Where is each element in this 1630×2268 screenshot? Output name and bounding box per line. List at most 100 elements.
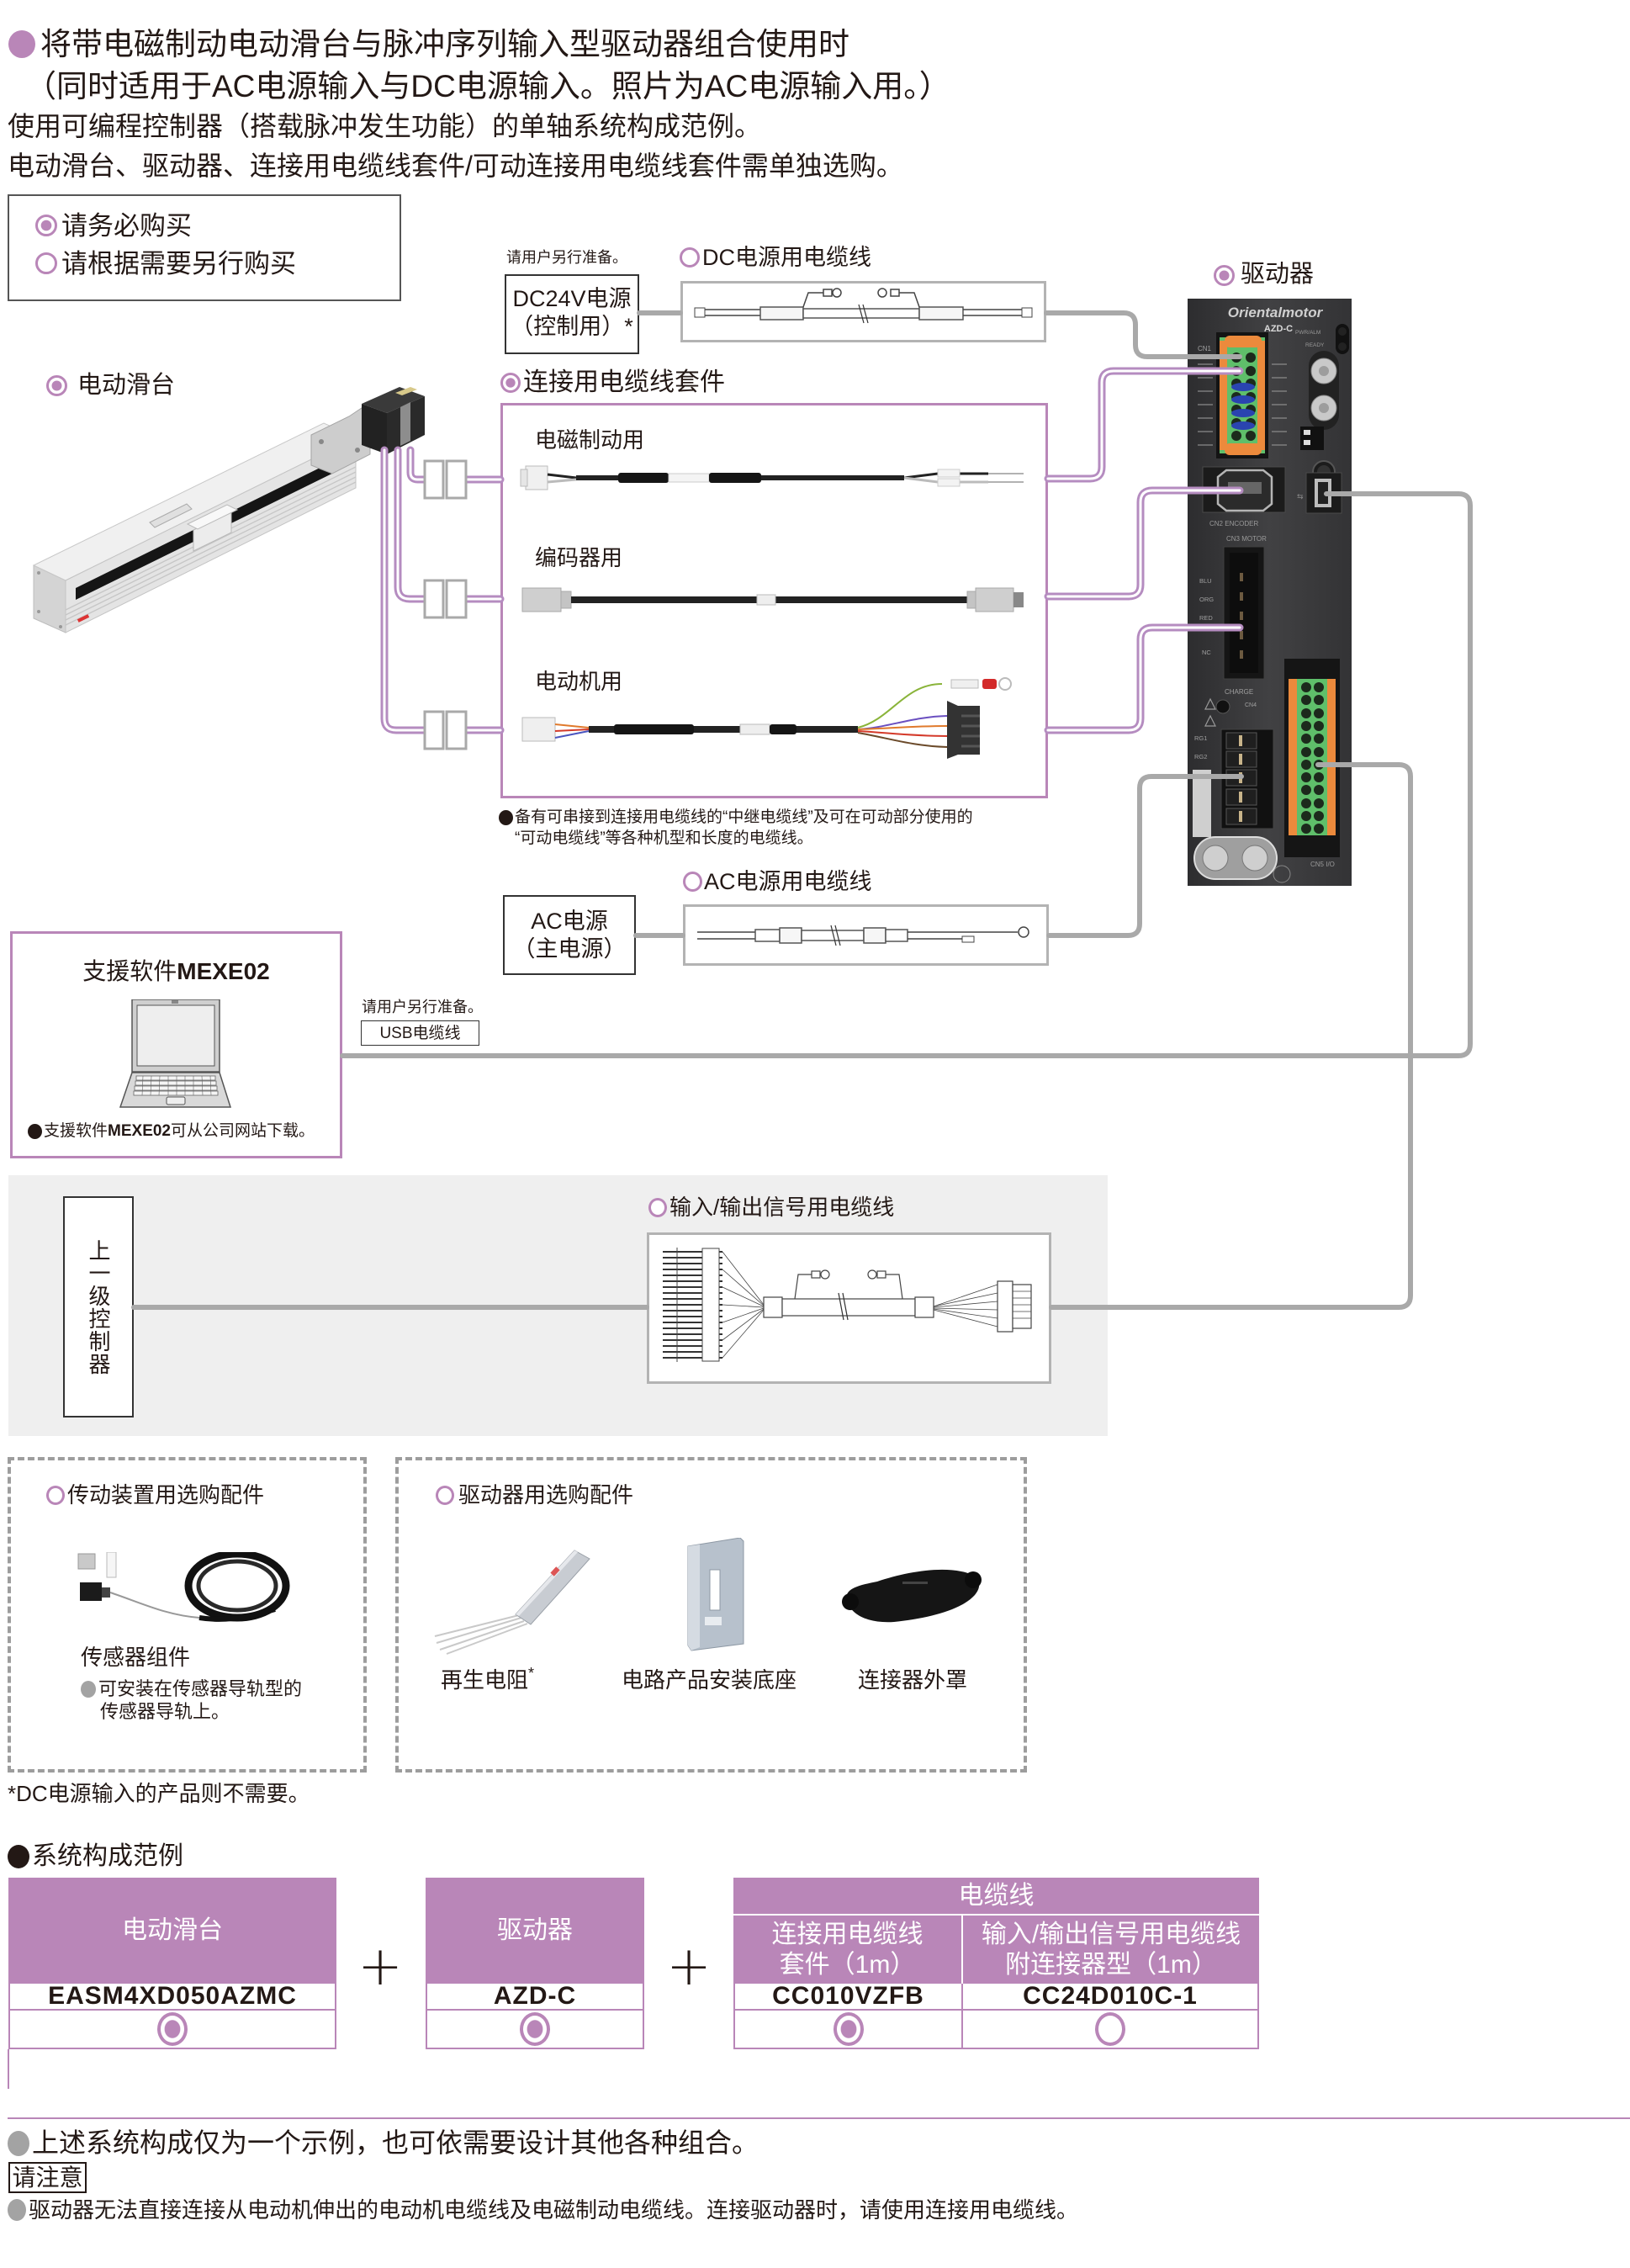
description-line-2: 电动滑台、驱动器、连接用电缆线套件/可动连接用电缆线套件需单独选购。 xyxy=(8,151,903,181)
dc-cable-box xyxy=(680,281,1046,342)
dc-supply-line2: （控制用）* xyxy=(511,314,633,339)
laptop-image xyxy=(119,999,232,1108)
part-number-io-cable: CC24D010C-1 xyxy=(961,1984,1259,2011)
purchase-mark-io-cable xyxy=(961,2011,1259,2049)
table-header-text: 输入/输出信号用电缆线 xyxy=(981,1920,1241,1948)
motor-pin-nc: NC xyxy=(1202,649,1211,656)
software-note-suffix: 可从公司网站下载。 xyxy=(171,1122,315,1140)
slider-motor xyxy=(310,387,425,474)
dc-cable-left-leads xyxy=(696,309,760,316)
table-header-io-cable: 输入/输出信号用电缆线 附连接器型（1m） xyxy=(963,1916,1259,1984)
purchase-optional-icon xyxy=(1095,2012,1125,2046)
dc24v-power-supply-box: DC24V电源 （控制用）* xyxy=(505,274,639,354)
sensor-note-line2: 传感器导轨上。 xyxy=(100,1701,230,1722)
table-header-text: 套件（1m） xyxy=(779,1950,916,1979)
motor-pin-org: ORG xyxy=(1199,596,1214,603)
dip-switch xyxy=(1300,427,1324,450)
table-header-text: 电动滑台 xyxy=(122,1916,223,1944)
driver-ready-text: READY xyxy=(1305,342,1325,348)
page-title: 将带电磁制动电动滑台与脉冲序列输入型驱动器组合使用时 xyxy=(40,27,849,61)
dc-supply-line1: DC24V电源 xyxy=(512,286,632,311)
motor-pin-blu: BLU xyxy=(1199,577,1212,585)
ac-cable-label: AC电源用电缆线 xyxy=(704,869,872,894)
purchase-mark-driver xyxy=(426,2011,644,2049)
cn3-motor-connector xyxy=(1223,546,1265,680)
accessories-footnote: *DC电源输入的产品则不需要。 xyxy=(8,1781,310,1806)
slider-purchase-icon xyxy=(46,375,67,396)
caution-bullet-icon xyxy=(8,2199,26,2221)
ring-terminal-right xyxy=(877,288,920,308)
table-header-electric-slider: 电动滑台 xyxy=(8,1878,336,1984)
table-bracket-line xyxy=(8,2049,9,2089)
electric-slider-image xyxy=(32,387,425,633)
cn4-power-connector xyxy=(1220,729,1274,829)
sensor-note-bullet-icon xyxy=(81,1681,96,1698)
legend-required-label: 请务必购买 xyxy=(61,211,192,241)
dc-cable-label: DC电源用电缆线 xyxy=(702,245,871,270)
io-cable-label: 输入/输出信号用电缆线 xyxy=(669,1195,895,1220)
mounting-bracket-image xyxy=(687,1538,744,1651)
driver-label: 驱动器 xyxy=(1241,261,1315,288)
usb-cable-box: USB电缆线 xyxy=(361,1020,479,1046)
driver-options-box xyxy=(395,1457,1027,1773)
cn5-io-terminal-block xyxy=(1284,659,1340,857)
io-cable-box xyxy=(647,1232,1051,1384)
caution-text: 驱动器无法直接连接从电动机伸出的电动机电缆线及电磁制动电缆线。连接驱动器时，请使… xyxy=(29,2197,1079,2223)
purchase-required-icon xyxy=(833,2012,864,2046)
cable-break-mark xyxy=(858,304,869,324)
regeneration-resistor-image xyxy=(434,1550,590,1655)
software-note-name: MEXE02 xyxy=(108,1122,171,1140)
mounting-bracket-label: 电路产品安装底座 xyxy=(622,1667,797,1693)
part-number-electric-slider: EASM4XD050AZMC xyxy=(8,1984,336,2011)
description-line-1: 使用可编程控制器（搭载脉冲发生功能）的单轴系统构成范例。 xyxy=(8,111,762,141)
status-leds xyxy=(1336,324,1349,354)
footnote-mark: * xyxy=(528,1665,535,1682)
purchase-mark-electric-slider xyxy=(8,2011,336,2049)
cable-kit-note-line1: 备有可串接到连接用电缆线的“中继电缆线”及可在可动部分使用的 xyxy=(515,808,973,826)
ac-supply-line2: （主电源） xyxy=(512,936,627,962)
brake-cable-label: 电磁制动用 xyxy=(535,427,645,453)
usb-cable-label: USB电缆线 xyxy=(379,1024,461,1042)
charge-led xyxy=(1215,699,1230,714)
cable-kit-note-line2: “可动电缆线”等各种机型和长度的电缆线。 xyxy=(515,829,813,847)
motor-connector-block xyxy=(947,701,980,759)
io-signal-cable-image xyxy=(663,1248,1032,1362)
driver-purchase-icon xyxy=(1214,265,1235,286)
table-header-text: 驱动器 xyxy=(497,1916,573,1944)
support-software-title-prefix: 支援软件 xyxy=(82,958,177,984)
support-software-title: 支援软件MEXE02 xyxy=(13,960,340,983)
support-software-note: 支援软件MEXE02可从公司网站下载。 xyxy=(44,1123,315,1139)
caution-label-box: 请注意 xyxy=(8,2162,87,2193)
purchase-required-icon xyxy=(157,2012,188,2046)
driver-cn1-text: CN1 xyxy=(1198,345,1212,352)
cn1-terminal-block xyxy=(1216,332,1268,458)
dc-cable-purchase-icon xyxy=(680,247,700,268)
actuator-options-box xyxy=(8,1457,367,1773)
driver-model-text: AZD-C xyxy=(1264,324,1293,334)
driver-cn5-text: CN5 I/O xyxy=(1310,861,1335,868)
slider-body xyxy=(32,422,357,633)
cable-kit-purchase-icon xyxy=(500,373,521,393)
table-header-text: 连接用电缆线 xyxy=(771,1920,923,1948)
software-note-bullet-icon xyxy=(28,1124,42,1139)
driver-brand-text: Orientalmotor xyxy=(1228,305,1324,321)
system-example-title: 系统构成范例 xyxy=(32,1842,183,1870)
host-controller-box: 上一级控制器 xyxy=(63,1196,134,1418)
slider-slot xyxy=(231,453,349,523)
brake-cable-image xyxy=(520,465,1024,490)
io-cable-purchase-icon xyxy=(648,1198,667,1217)
slider-table-plate xyxy=(149,503,193,528)
ac-power-supply-box: AC电源 （主电源） xyxy=(503,895,636,975)
page-subtitle: （同时适用于AC电源输入与DC电源输入。照片为AC电源输入用。） xyxy=(25,69,950,103)
power-label-plate xyxy=(1193,770,1211,837)
caution-label: 请注意 xyxy=(12,2164,83,2191)
ac-cable-purchase-icon xyxy=(683,872,702,892)
legend-optional-label: 请根据需要另行购买 xyxy=(61,249,296,278)
legend-box xyxy=(8,194,401,301)
encoder-cable-image xyxy=(521,587,1024,612)
laptop-keyboard xyxy=(133,1075,219,1096)
ac-cable-box xyxy=(683,904,1049,966)
part-number-driver: AZD-C xyxy=(426,1984,644,2011)
table-header-driver: 驱动器 xyxy=(426,1878,644,1984)
plus-icon: + xyxy=(357,1936,403,1998)
